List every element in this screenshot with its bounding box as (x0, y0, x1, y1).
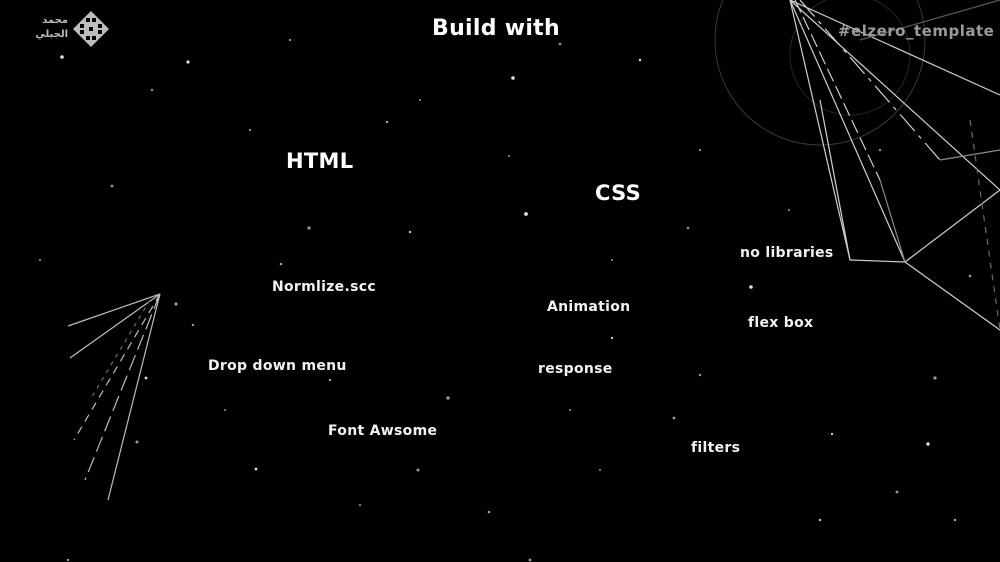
star (60, 55, 64, 59)
star (174, 302, 178, 306)
star (329, 379, 331, 381)
logo-text-line1: محمد (42, 15, 68, 26)
star (511, 76, 515, 80)
star (818, 518, 822, 522)
star (558, 42, 562, 46)
deco-wireframe-left (67, 293, 161, 501)
star (39, 259, 41, 261)
star (926, 442, 930, 446)
logo-mark-icon (73, 11, 109, 47)
star (66, 558, 70, 562)
star (279, 262, 283, 266)
css-item-animation: Animation (547, 299, 631, 315)
star (110, 184, 114, 188)
star (895, 490, 899, 494)
star (698, 373, 702, 377)
star (638, 58, 642, 62)
hashtag-label: #elzero_template (838, 22, 995, 40)
star (611, 259, 613, 261)
logo-text-line2: الجبلي (35, 29, 68, 40)
css-section-title: CSS (595, 181, 642, 205)
star (446, 396, 450, 400)
html-section-title: HTML (286, 149, 354, 173)
starfield (39, 38, 972, 562)
star (933, 376, 937, 380)
star (686, 226, 690, 230)
star (672, 416, 676, 420)
star (788, 209, 790, 211)
logo: محمد الجبلي (28, 10, 112, 50)
star (698, 148, 702, 152)
star (878, 148, 882, 152)
star (610, 336, 614, 340)
star (224, 409, 226, 411)
html-item-normalize: Normlize.scc (272, 279, 376, 295)
star (954, 519, 956, 521)
star (528, 558, 532, 562)
css-item-no-libraries: no libraries (740, 245, 834, 261)
star (569, 409, 571, 411)
star (307, 226, 311, 230)
css-item-flex-box: flex box (748, 315, 814, 331)
star (186, 60, 190, 64)
html-item-dropdown-menu: Drop down menu (208, 358, 347, 374)
star (749, 285, 753, 289)
star (487, 510, 491, 514)
deco-circle-inner (789, 0, 911, 116)
slide-title: Build with (432, 16, 560, 41)
css-item-filters: filters (691, 440, 741, 456)
star (524, 212, 528, 216)
star (288, 38, 292, 42)
star (416, 468, 420, 472)
star (135, 440, 139, 444)
star (144, 376, 148, 380)
html-item-font-awesome: Font Awsome (328, 423, 438, 439)
star (386, 121, 388, 123)
star (191, 323, 195, 327)
deco-circle (714, 0, 926, 146)
star (408, 230, 412, 234)
star (359, 504, 361, 506)
star (599, 469, 601, 471)
deco-wireframe-right (789, 0, 1000, 331)
star (508, 155, 510, 157)
css-item-response: response (538, 361, 613, 377)
star (150, 88, 154, 92)
star (968, 274, 972, 278)
star (248, 128, 252, 132)
star (830, 432, 834, 436)
star (419, 99, 421, 101)
star (254, 467, 258, 471)
